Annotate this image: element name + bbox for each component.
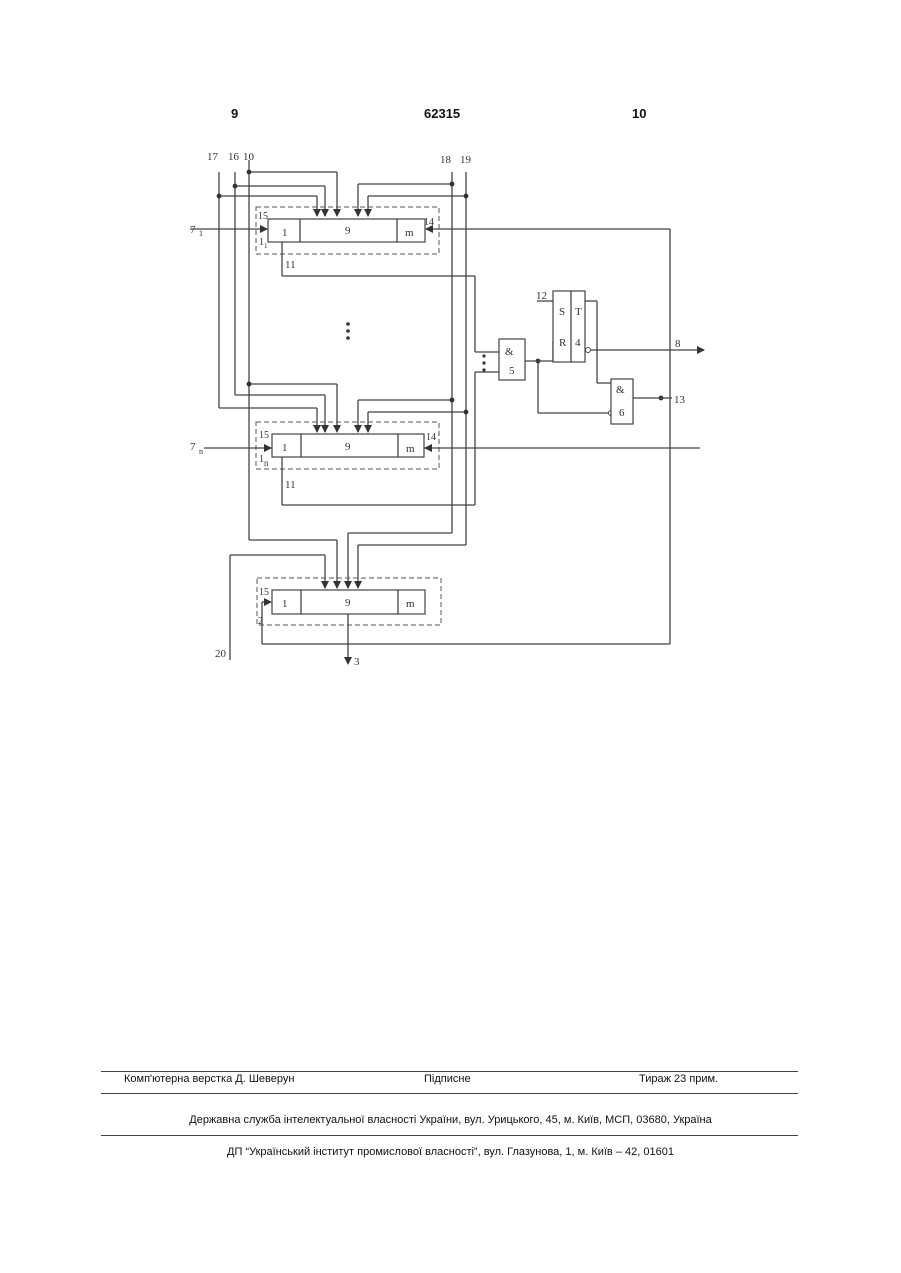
label-2: 2	[258, 616, 263, 627]
label-4: 4	[575, 337, 581, 349]
label-5: 5	[509, 365, 515, 377]
footer-circulation: Тираж 23 прим.	[639, 1073, 718, 1085]
label-cell-m-mid: m	[406, 443, 415, 455]
label-cell-1-top: 1	[282, 227, 288, 239]
ellipsis-dots	[346, 322, 485, 371]
label-3: 3	[354, 656, 360, 668]
label-14-mid: 14	[426, 432, 436, 443]
label-sub-1-top-b: 1	[264, 242, 268, 250]
label-t: T	[575, 306, 582, 318]
label-input-7n: 7	[190, 441, 196, 453]
label-19: 19	[460, 154, 472, 166]
label-s: S	[559, 306, 565, 318]
footer-signed: Підписне	[424, 1073, 471, 1085]
circuit-diagram: 17 16 10 18 19 7 1 7 n 15 14 1 9 m 1 1 1…	[0, 0, 901, 700]
footer-rule-top	[101, 1071, 798, 1072]
label-15-bottom: 15	[259, 587, 269, 598]
label-cell-1-bottom: 1	[282, 598, 288, 610]
footer-rule-middle	[101, 1093, 798, 1094]
label-cell-m-top: m	[405, 227, 414, 239]
label-11-top: 11	[285, 259, 296, 271]
label-and-5: &	[505, 346, 514, 358]
label-12: 12	[536, 290, 547, 302]
footer-rule-bottom	[101, 1135, 798, 1136]
footer-institute-address: ДП “Український інститут промислової вла…	[0, 1146, 901, 1158]
label-6: 6	[619, 407, 625, 419]
label-cell-9-bottom: 9	[345, 597, 351, 609]
label-cell-m-bottom: m	[406, 598, 415, 610]
label-cell-9-top: 9	[345, 225, 351, 237]
label-11-mid: 11	[285, 479, 296, 491]
label-14-top: 14	[424, 217, 434, 228]
label-input-sub-1: 1	[199, 229, 203, 238]
label-r: R	[559, 337, 567, 349]
label-15-top: 15	[258, 211, 268, 222]
label-sub-n-mid-b: n	[264, 458, 269, 468]
label-cell-9-mid: 9	[345, 441, 351, 453]
label-17: 17	[207, 151, 219, 163]
label-10: 10	[243, 151, 255, 163]
label-input-sub-n: n	[199, 447, 203, 456]
label-16: 16	[228, 151, 240, 163]
label-input-7: 7	[190, 224, 196, 236]
label-20: 20	[215, 648, 227, 660]
label-13: 13	[674, 394, 686, 406]
label-18: 18	[440, 154, 452, 166]
register-bottom	[257, 578, 670, 664]
label-8: 8	[675, 338, 681, 350]
label-cell-1-mid: 1	[282, 442, 288, 454]
footer-office-address: Державна служба інтелектуальної власност…	[0, 1114, 901, 1126]
label-15-mid: 15	[259, 430, 269, 441]
label-and-6: &	[616, 384, 625, 396]
footer-layout-credit: Комп'ютерна верстка Д. Шеверун	[124, 1073, 294, 1085]
